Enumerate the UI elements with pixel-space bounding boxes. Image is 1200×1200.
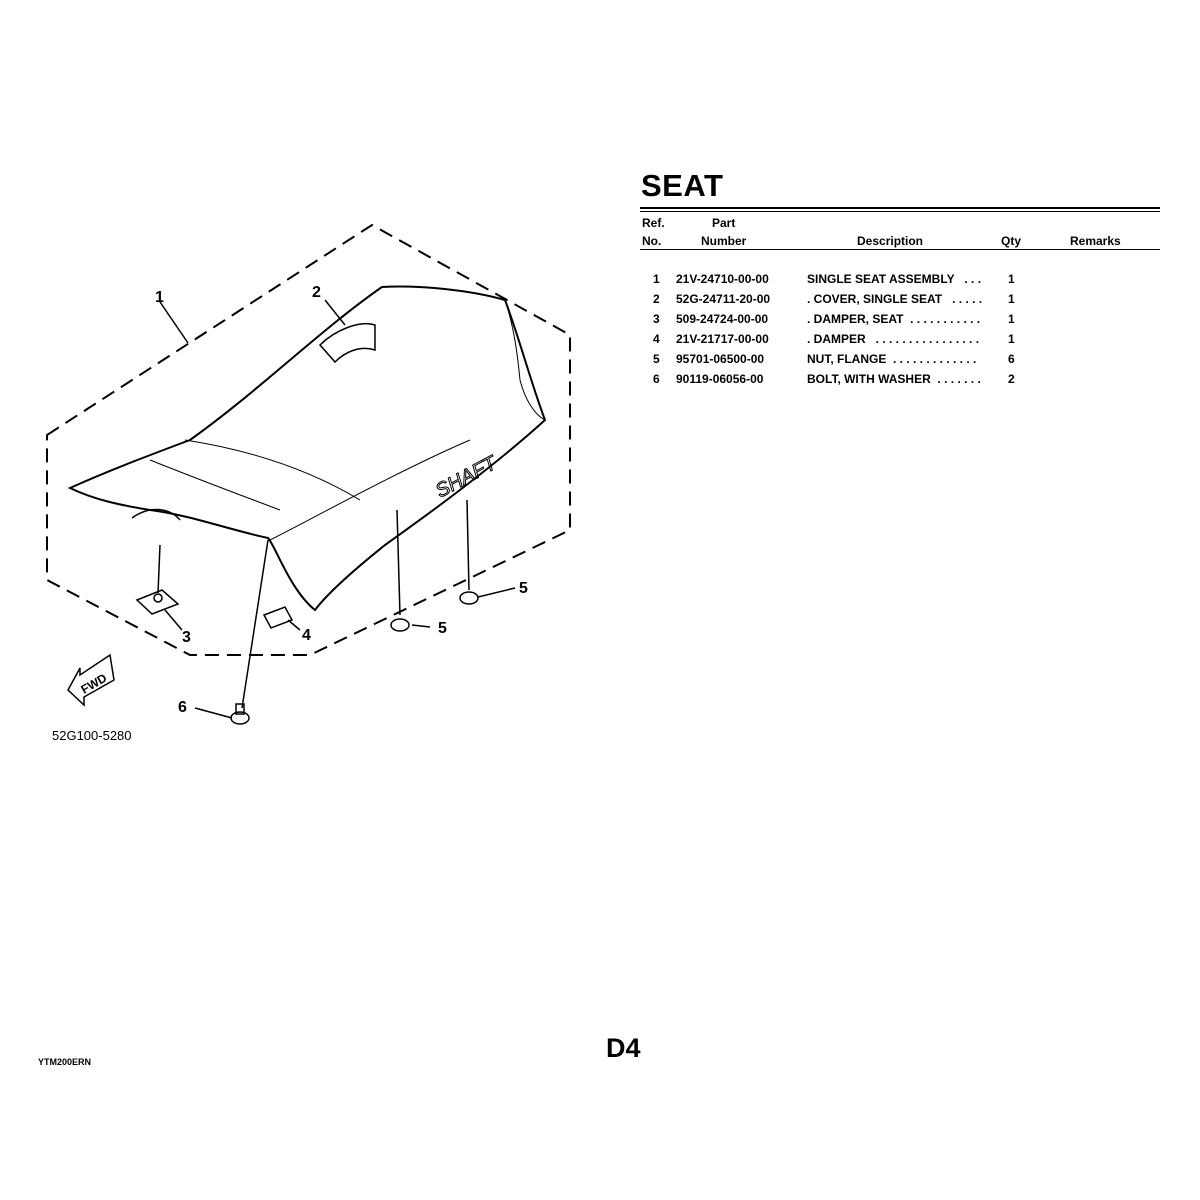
description: BOLT, WITH WASHER . . . . . . . (807, 372, 981, 386)
header-rule (640, 249, 1160, 250)
table-row: 2 52G-24711-20-00 . COVER, SINGLE SEAT . .… (640, 292, 1160, 310)
description: . DAMPER . . . . . . . . . . . . . . . . (807, 332, 980, 346)
table-row: 6 90119-06056-00 BOLT, WITH WASHER . . . .… (640, 372, 1160, 390)
seat-damper-part (135, 589, 180, 615)
fwd-label: FWD (79, 671, 110, 697)
description: NUT, FLANGE . . . . . . . . . . . . . (807, 352, 977, 366)
header-remarks: Remarks (1070, 234, 1121, 248)
page-number: D4 (606, 1033, 641, 1063)
quantity: 6 (1008, 352, 1015, 366)
ref-no: 4 (653, 332, 660, 346)
header-qty: Qty (1001, 234, 1022, 248)
title-rule (640, 211, 1160, 212)
ref-no: 2 (653, 292, 660, 306)
quantity: 1 (1008, 312, 1015, 326)
fwd-arrow-icon (67, 653, 115, 707)
flange-nut-part (459, 591, 479, 605)
description: . COVER, SINGLE SEAT . . . . . (807, 292, 983, 306)
description: SINGLE SEAT ASSEMBLY . . . (807, 272, 982, 286)
part-number: 90119-06056-00 (676, 372, 764, 386)
assembly-boundary (46, 223, 571, 656)
description: . DAMPER, SEAT . . . . . . . . . . . (807, 312, 981, 326)
title-rule (640, 207, 1160, 209)
seat-outline (67, 285, 547, 612)
ref-no: 1 (653, 272, 660, 286)
table-row: 3 509-24724-00-00 . DAMPER, SEAT . . . . .… (640, 312, 1160, 330)
callout-1: 1 (155, 289, 164, 306)
callout-5: 5 (438, 620, 447, 637)
callout-5b: 5 (519, 580, 528, 597)
page-title: SEAT (641, 168, 724, 203)
ref-no: 3 (653, 312, 660, 326)
part-number: 21V-21717-00-00 (676, 332, 769, 346)
part-number: 52G-24711-20-00 (676, 292, 771, 306)
quantity: 1 (1008, 332, 1015, 346)
table-row: 1 21V-24710-00-00 SINGLE SEAT ASSEMBLY . .… (640, 272, 1160, 290)
quantity: 1 (1008, 292, 1015, 306)
drawing-code: 52G100-5280 (52, 728, 132, 743)
callout-4: 4 (302, 627, 311, 644)
table-row: 5 95701-06500-00 NUT, FLANGE . . . . . . .… (640, 352, 1160, 370)
part-number: 21V-24710-00-00 (676, 272, 769, 286)
header-ref-1: Ref. (642, 216, 665, 230)
damper-part (262, 606, 294, 629)
bolt-part (230, 711, 250, 725)
callout-2: 2 (312, 284, 321, 301)
seat-lettering: SHAFT (432, 451, 502, 502)
callout-3: 3 (182, 629, 191, 646)
header-ref-2: No. (642, 234, 662, 248)
quantity: 1 (1008, 272, 1015, 286)
ref-no: 5 (653, 352, 660, 366)
part-number: 95701-06500-00 (676, 352, 765, 366)
ref-no: 6 (653, 372, 660, 386)
leader-1 (159, 301, 189, 344)
quantity: 2 (1008, 372, 1015, 386)
table-row: 4 21V-21717-00-00 . DAMPER . . . . . . . .… (640, 332, 1160, 350)
header-part-2: Number (701, 234, 747, 248)
callout-6: 6 (178, 699, 187, 716)
header-part-1: Part (712, 216, 736, 230)
part-number: 509-24724-00-00 (676, 312, 769, 326)
flange-nut-part (390, 618, 410, 632)
header-description: Description (857, 234, 924, 248)
document-code: YTM200ERN (38, 1057, 92, 1067)
